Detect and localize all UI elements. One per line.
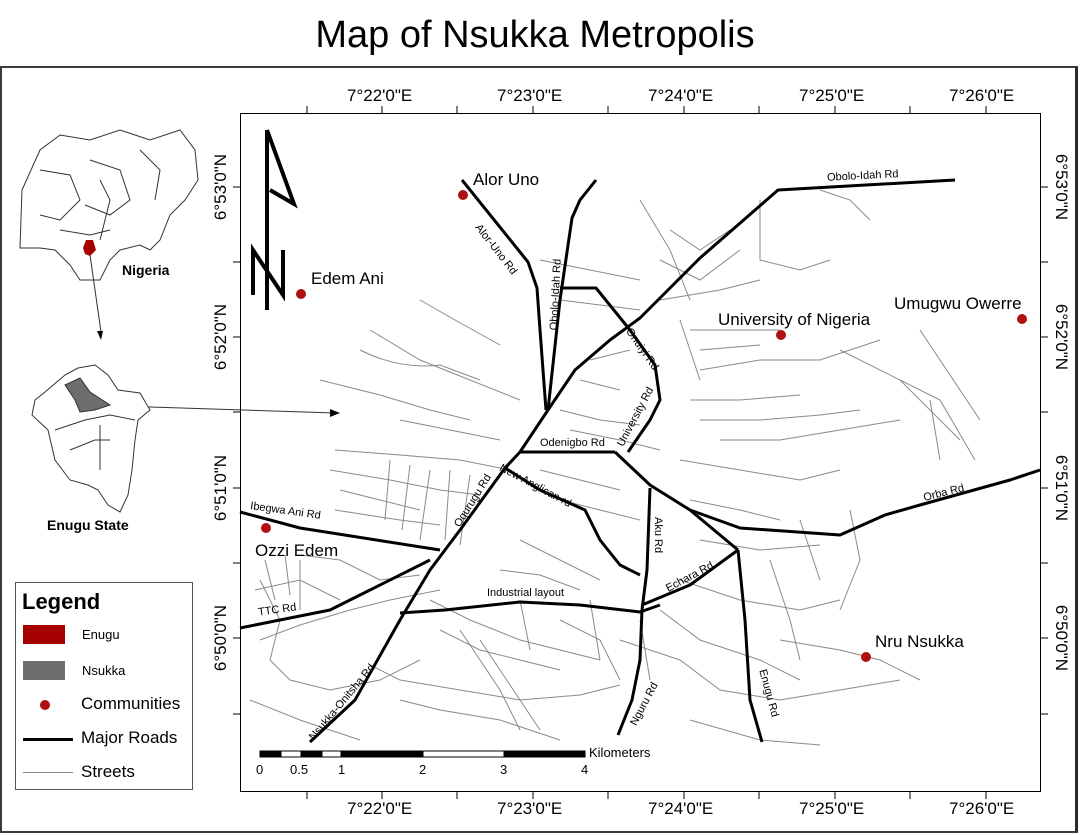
lon-label-bottom: 7°24'0"E <box>648 799 714 818</box>
scalebar-tick: 2 <box>419 762 427 777</box>
map-frame <box>0 66 1078 833</box>
map-frame-inner <box>240 113 1041 792</box>
lat-label-left: 6°51'0"N <box>211 454 230 522</box>
lon-label-top: 7°24'0"E <box>648 86 714 105</box>
nsukka-highlight <box>64 377 112 413</box>
lon-label-bottom: 7°23'0"E <box>497 799 563 818</box>
community-label: Nru Nsukka <box>875 632 964 651</box>
map-title: Map of Nsukka Metropolis <box>315 14 755 56</box>
community-label: Edem Ani <box>311 269 384 288</box>
legend-item-major-roads: Major Roads <box>16 727 192 751</box>
community-label: Alor Uno <box>473 170 540 189</box>
scalebar-tick: 0 <box>256 762 264 777</box>
graticule-ticks <box>233 106 1048 799</box>
red-fill-swatch-icon <box>23 625 65 644</box>
lon-label-top: 7°26'0"E <box>949 86 1015 105</box>
scalebar-tick: 1 <box>338 762 346 777</box>
enugu-inset-map <box>31 364 151 513</box>
legend: Legend Enugu Nsukka Communities Major Ro… <box>15 582 193 790</box>
legend-item-enugu: Enugu <box>16 623 192 647</box>
gray-fill-swatch-icon <box>23 661 65 680</box>
legend-item-communities: Communities <box>16 693 192 717</box>
lat-label-left: 6°53'0"N <box>211 153 230 221</box>
community-label: University of Nigeria <box>718 310 871 329</box>
legend-title: Legend <box>22 589 101 614</box>
inset-enugu-label: Enugu State <box>47 517 129 533</box>
lat-label-right: 6°52'0"N <box>1052 303 1071 371</box>
lon-label-top: 7°25'0"E <box>799 86 865 105</box>
streets-layer <box>249 189 981 746</box>
road-label: Odenigbo Rd <box>540 437 605 449</box>
scalebar-tick: 4 <box>581 762 589 777</box>
lon-label-top: 7°22'0"E <box>347 86 413 105</box>
community-dots <box>261 190 1027 662</box>
lon-label-top: 7°23'0"E <box>497 86 563 105</box>
community-label: Ozzi Edem <box>255 541 339 560</box>
community-label: Umugwu Owerre <box>894 294 1022 313</box>
lat-label-right: 6°53'0"N <box>1052 153 1071 221</box>
lat-label-left: 6°50'0"N <box>211 604 230 672</box>
road-label: Industrial layout <box>487 587 565 599</box>
community-dot-icon <box>40 700 50 710</box>
scalebar-unit: Kilometers <box>589 745 651 760</box>
legend-item-streets: Streets <box>16 761 192 785</box>
enugu-highlight <box>83 240 96 256</box>
scale-bar <box>259 750 586 758</box>
lon-label-bottom: 7°26'0"E <box>949 799 1015 818</box>
major-road-line-icon <box>23 738 73 741</box>
lon-label-bottom: 7°22'0"E <box>347 799 413 818</box>
legend-item-nsukka: Nsukka <box>16 660 192 684</box>
lat-label-right: 6°51'0"N <box>1052 454 1071 522</box>
north-arrow-icon <box>251 129 298 310</box>
lat-label-left: 6°52'0"N <box>211 303 230 371</box>
scalebar-tick: 3 <box>500 762 508 777</box>
nigeria-inset-map <box>19 129 199 281</box>
scalebar-tick: 0.5 <box>290 762 309 777</box>
road-label: Aku Rd <box>652 517 664 554</box>
lat-label-right: 6°50'0"N <box>1052 604 1071 672</box>
lon-label-bottom: 7°25'0"E <box>799 799 865 818</box>
street-line-icon <box>23 772 73 773</box>
major-roads-layer <box>239 178 1041 744</box>
inset-nigeria-label: Nigeria <box>122 262 170 278</box>
